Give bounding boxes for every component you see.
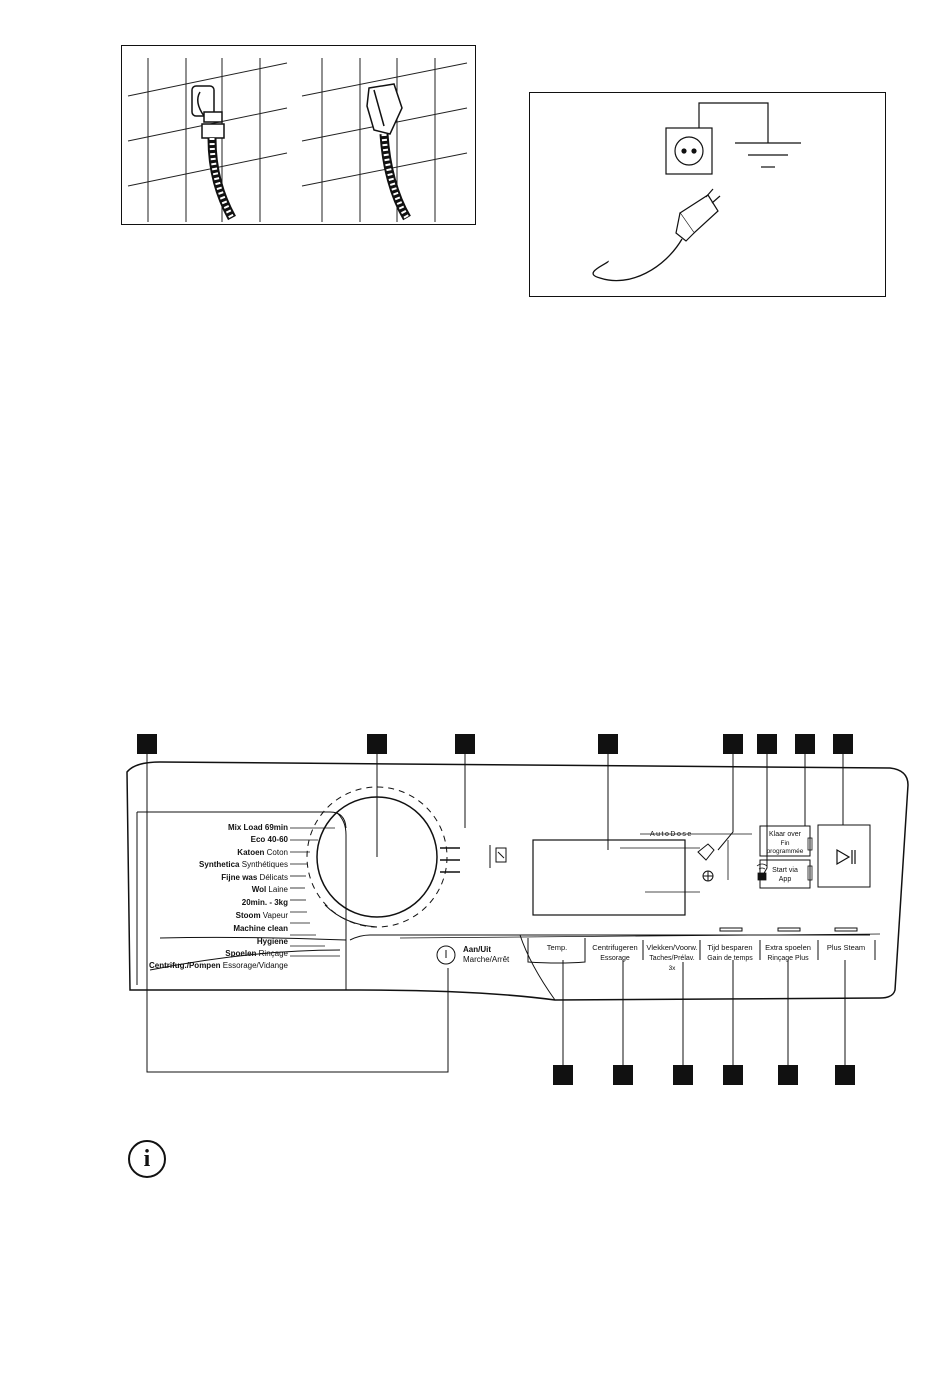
tap-left — [191, 85, 225, 139]
callout-13 — [778, 1065, 798, 1085]
wall-socket — [665, 127, 713, 175]
autodose-label: AutoDose — [650, 831, 693, 838]
plug-illustration — [529, 92, 886, 297]
start-pause-button[interactable] — [817, 824, 871, 888]
hose-drawing — [127, 58, 468, 222]
plug — [675, 188, 721, 242]
status-leds — [440, 845, 491, 873]
callout-1 — [137, 734, 157, 754]
option-button-label[interactable]: Essorage — [600, 955, 630, 962]
program-label: Stoom Vapeur — [236, 911, 289, 920]
power-cord — [592, 238, 683, 282]
option-button-label[interactable]: Extra spoelen — [765, 943, 811, 952]
callout-markers — [137, 734, 855, 1085]
program-label: Mix Load 69min — [228, 823, 288, 832]
program-label: 20min. - 3kg — [242, 898, 288, 907]
power-button[interactable] — [436, 945, 456, 965]
callout-10 — [613, 1065, 633, 1085]
plug-drawing — [592, 102, 801, 282]
svg-text:Start via: Start via — [772, 867, 798, 874]
program-label: Fijne was Délicats — [221, 873, 288, 882]
option-button-label[interactable]: Rinçage Plus — [767, 955, 809, 962]
klaar-over-button[interactable]: Klaar over Fin programmée — [759, 825, 811, 857]
option-button-label[interactable]: Centrifugeren — [592, 943, 637, 952]
callout-8 — [833, 734, 853, 754]
svg-text:Aan/Uit: Aan/Uit — [463, 945, 491, 954]
svg-text:App: App — [779, 876, 792, 883]
earth-wire — [698, 102, 769, 143]
wifi-icon — [756, 863, 768, 881]
callout-3 — [455, 734, 475, 754]
softener-icon — [702, 870, 714, 882]
callout-2 — [367, 734, 387, 754]
program-label: Centrifug./Pompen Essorage/Vidange — [149, 961, 289, 970]
callout-6 — [757, 734, 777, 754]
option-button-label[interactable]: Temp. — [547, 943, 567, 952]
program-label: Synthetica Synthétiques — [199, 860, 288, 869]
info-icon: i — [128, 1140, 166, 1178]
callout-12 — [723, 1065, 743, 1085]
option-button-label[interactable]: Tijd besparen — [707, 943, 752, 952]
svg-text:programmée: programmée — [767, 848, 804, 855]
option-button-label[interactable]: Vlekken/Voorw. — [646, 943, 697, 952]
program-leaders — [290, 827, 340, 957]
hose-illustration — [121, 45, 476, 225]
svg-text:Fin: Fin — [780, 840, 789, 847]
door-lock-icon — [495, 847, 507, 863]
callout-7 — [795, 734, 815, 754]
callout-14 — [835, 1065, 855, 1085]
option-button-label[interactable]: Taches/Prélav. — [649, 955, 694, 962]
program-label: Machine clean — [233, 924, 288, 933]
option-button-label[interactable]: Gain de temps — [707, 955, 753, 962]
callout-5 — [723, 734, 743, 754]
svg-text:Marche/Arrêt: Marche/Arrêt — [463, 955, 510, 964]
panel-outline — [126, 761, 909, 1001]
program-label: Katoen Coton — [237, 848, 288, 857]
option-button-frames — [527, 927, 876, 964]
callout-11 — [673, 1065, 693, 1085]
program-label: Eco 40-60 — [251, 835, 289, 844]
detergent-icon — [697, 843, 715, 861]
program-label: Spoelen Rinçage — [225, 949, 288, 958]
start-pause-icon — [836, 848, 856, 866]
program-label: Wol Laine — [252, 885, 289, 894]
option-button-label[interactable]: 3x — [669, 965, 677, 972]
program-label: Hygiene — [257, 937, 289, 946]
callout-4 — [598, 734, 618, 754]
leader-lines — [146, 754, 846, 1073]
svg-text:Klaar over: Klaar over — [769, 831, 802, 838]
tap-right — [366, 83, 403, 135]
callout-9 — [553, 1065, 573, 1085]
option-button-label[interactable]: Plus Steam — [827, 943, 865, 952]
display-screen — [532, 839, 686, 916]
